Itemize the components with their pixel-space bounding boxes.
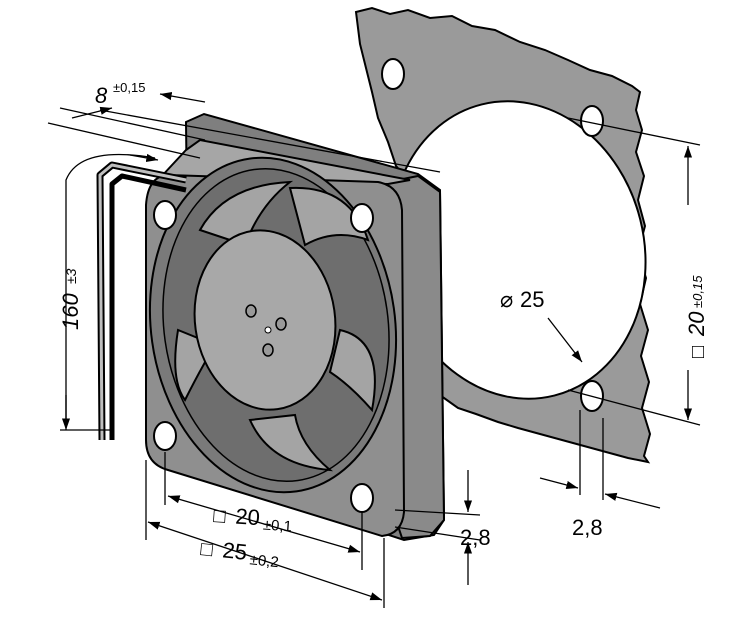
fan-blade-3 xyxy=(328,328,376,413)
thickness-tolerance: ±0,15 xyxy=(113,80,145,95)
fan-blade-1 xyxy=(198,180,294,247)
gasket-hole-offset-value: 2,8 xyxy=(572,515,603,540)
dimension-lines xyxy=(47,92,701,608)
fan-hole-top-right xyxy=(350,203,374,233)
hub-center xyxy=(264,326,272,334)
hole-spacing-gasket-value: 20 xyxy=(684,311,709,337)
gasket-opening-value: 25 xyxy=(520,287,544,312)
fan-hole-bottom-right xyxy=(350,483,374,513)
hole-spacing-fan-value: 20 xyxy=(235,504,261,531)
fan-hole-bottom-left xyxy=(153,421,177,451)
hole-spacing-fan-tolerance: ±0,1 xyxy=(262,517,292,536)
frame-size-value: 25 xyxy=(221,537,248,564)
fan-blade-2 xyxy=(288,186,370,247)
fan-cable-2 xyxy=(109,173,187,440)
hub-hole-3 xyxy=(262,343,274,357)
gasket-opening-prefix: ⌀ xyxy=(500,287,513,312)
frame-size-prefix: □ xyxy=(199,538,213,561)
fan-hole-top-left xyxy=(153,200,177,230)
cable-length-tolerance: ±3 xyxy=(63,268,79,284)
gasket-hole-top-left xyxy=(381,58,405,90)
fan-hub xyxy=(193,229,337,411)
cable-length-value: 160 xyxy=(58,293,83,330)
thickness-value: 8 xyxy=(95,83,108,108)
hole-spacing-gasket-tolerance: ±0,15 xyxy=(690,275,705,308)
hub-hole-2 xyxy=(275,317,287,331)
fan xyxy=(96,112,446,542)
fan-cable-inner xyxy=(98,163,187,441)
hub-hole-1 xyxy=(245,304,257,318)
hole-spacing-gasket-prefix: □ xyxy=(687,346,709,358)
flange-thickness-value: 2,8 xyxy=(460,525,491,550)
fan-blade-4 xyxy=(248,413,334,472)
frame-size-tolerance: ±0,2 xyxy=(249,551,280,571)
hole-spacing-fan-prefix: □ xyxy=(213,505,227,528)
